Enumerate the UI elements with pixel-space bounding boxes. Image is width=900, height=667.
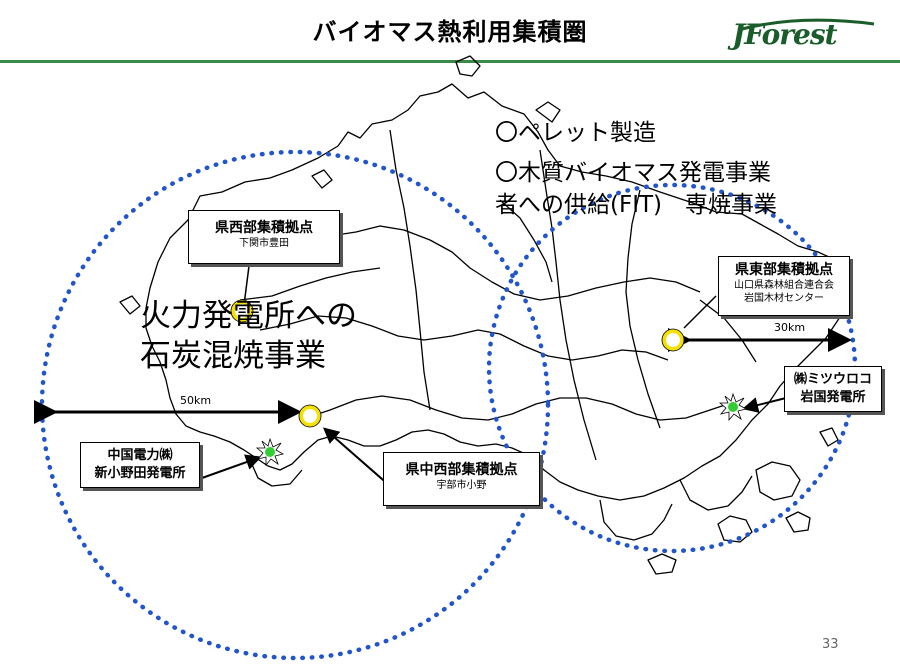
east-hub-marker-icon — [661, 328, 685, 352]
west-hub-location: 下関市豊田 — [239, 238, 289, 249]
mitsuuroko-plant-label: ㈱ミツウロコ 岩国発電所 — [784, 366, 882, 412]
central-hub-label: 県中西部集積拠点 宇部市小野 — [383, 452, 540, 506]
chugoku-plant-burst-icon — [255, 437, 285, 467]
east-hub-label: 県東部集積拠点 山口県森林組合連合会 岩国木材センター — [718, 256, 850, 316]
east-hub-org: 山口県森林組合連合会 — [734, 280, 834, 291]
page-title: バイオマス熱利用集積圏 — [312, 18, 588, 46]
note-pellet: 〇ペレット製造 — [495, 120, 656, 146]
mitsuuroko-plant-name: 岩国発電所 — [800, 390, 866, 405]
central-hub-title: 県中西部集積拠点 — [405, 462, 518, 478]
logo-swoosh-icon — [737, 18, 875, 32]
chugoku-plant-label: 中国電力㈱ 新小野田発電所 — [80, 442, 200, 488]
central-hub-marker-icon — [298, 404, 322, 428]
chugoku-plant-name: 新小野田発電所 — [94, 466, 186, 481]
west-distance-label: 50km — [180, 394, 212, 407]
east-hub-pointer — [683, 295, 717, 329]
west-hub-title: 県西部集積拠点 — [215, 220, 313, 236]
note-biomass-power: 〇木質バイオマス発電事業 — [495, 160, 771, 186]
central-hub-location: 宇部市小野 — [436, 480, 487, 491]
west-hub-pointer — [243, 265, 250, 306]
coal-cofiring-line1: 火力発電所への — [140, 298, 357, 334]
coal-cofiring-line2: 石炭混焼事業 — [140, 338, 326, 374]
page-number: 33 — [822, 637, 839, 652]
central-hub-pointer — [322, 427, 391, 487]
east-hub-title: 県東部集積拠点 — [735, 262, 833, 278]
west-hub-label: 県西部集積拠点 下関市豊田 — [188, 210, 340, 264]
east-distance-label: 30km — [774, 321, 806, 334]
mitsuuroko-plant-burst-icon — [718, 392, 748, 422]
jforest-logo: JForest — [728, 12, 878, 60]
note-fit-supply: 者への供給(FIT) 専焼事業 — [495, 192, 778, 218]
mitsuuroko-company: ㈱ミツウロコ — [793, 372, 872, 387]
title-divider — [0, 60, 900, 63]
west-catchment-circle — [39, 149, 551, 661]
chugoku-company: 中国電力㈱ — [107, 448, 173, 463]
chugoku-plant-pointer — [201, 454, 262, 479]
mitsuuroko-plant-pointer — [742, 397, 787, 413]
east-hub-center: 岩国木材センター — [744, 293, 824, 304]
logo-text: JForest — [732, 18, 838, 51]
west-hub-marker-icon — [230, 299, 254, 323]
